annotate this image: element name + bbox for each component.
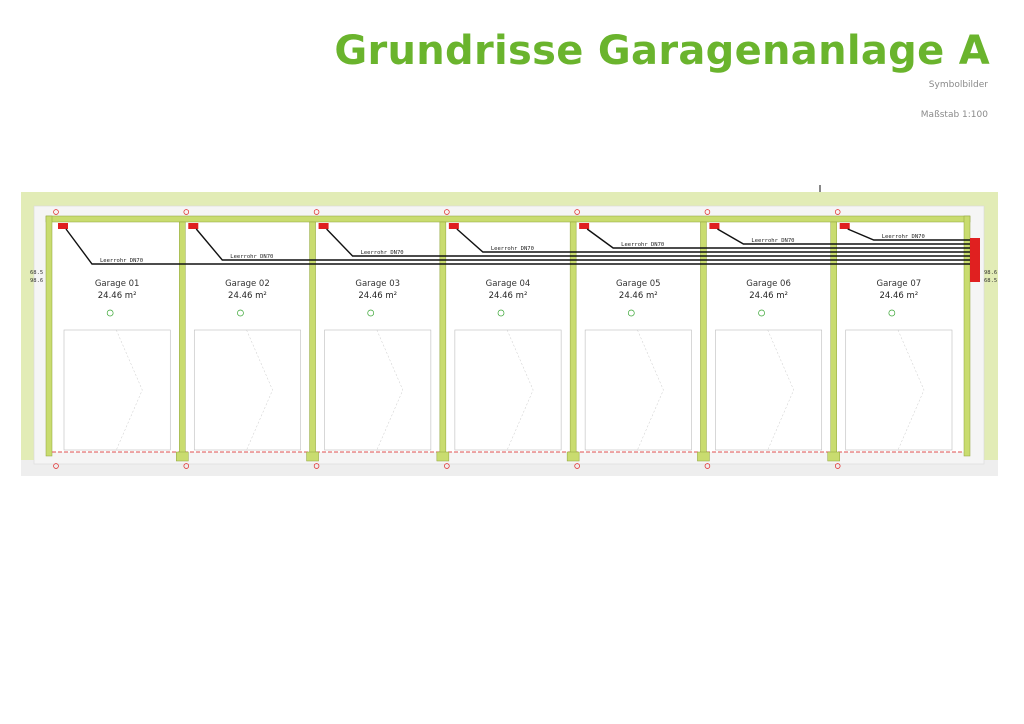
partition-walls (176, 221, 840, 462)
junction-box (58, 223, 68, 229)
door-panels (63, 329, 953, 451)
garage-door-outline (193, 329, 301, 451)
pillar (306, 451, 319, 462)
axis-marker (53, 463, 59, 469)
axis-marker (574, 209, 580, 215)
conduit-line (195, 228, 970, 261)
garage-area: 24.46 m² (619, 291, 658, 301)
dim-right-top: 98.6 (984, 270, 997, 276)
axis-marker (444, 209, 450, 215)
door-swing (767, 329, 794, 451)
outlet-icon (758, 309, 765, 317)
axis-marker (53, 209, 59, 215)
axis-marker (313, 463, 320, 469)
conduit-label: Leerrohr DN70 (100, 258, 143, 264)
partition-wall (569, 221, 577, 457)
garage-door-outline (454, 329, 562, 451)
partition-wall (309, 221, 316, 457)
building-interior (46, 220, 970, 452)
page-title: Grundrisse Garagenanlage A (334, 28, 990, 74)
partition-wall (179, 221, 186, 457)
junction-box (709, 223, 720, 229)
partition-wall (700, 221, 707, 457)
garage-door-outline (63, 329, 171, 451)
top-wall (45, 215, 971, 223)
conduit-label: Leerrohr DN70 (621, 242, 664, 248)
dim-left-bottom: 98.6 (30, 278, 43, 284)
garage-door-outline (845, 329, 953, 451)
conduit-label: Leerrohr DN70 (751, 238, 794, 244)
axis-marker (834, 463, 841, 469)
garage-door-outline (324, 329, 432, 451)
conduit-line (586, 228, 970, 249)
garage-name: Garage 05 (616, 279, 661, 289)
garage-area: 24.46 m² (749, 291, 788, 301)
pillar (566, 451, 580, 462)
axis-marker (313, 209, 320, 215)
garage-name: Garage 06 (746, 279, 791, 289)
partition-wall (830, 221, 837, 457)
outlet-icon (367, 309, 375, 317)
axis-marker (574, 463, 580, 469)
pillar (176, 451, 189, 462)
axis-marker (183, 463, 190, 469)
conduit-label: Leerrohr DN70 (361, 250, 404, 256)
door-swing (376, 329, 404, 451)
junction-box (448, 223, 459, 229)
pillar (436, 451, 450, 462)
junction-box (839, 223, 850, 229)
garage-area: 24.46 m² (879, 291, 918, 301)
garage-area: 24.46 m² (489, 291, 528, 301)
door-swing (637, 329, 664, 451)
garage-area: 24.46 m² (98, 291, 137, 301)
outlet-icon (497, 309, 505, 317)
outlet-icon (106, 309, 114, 317)
outlet-icon (237, 309, 244, 317)
outlet-icon (888, 309, 896, 317)
scale-label: Maßstab 1:100 (920, 110, 988, 120)
axis-marker (444, 463, 450, 469)
conduit-label: Leerrohr DN70 (491, 246, 534, 252)
junction-box (579, 223, 590, 229)
garage-door-outline (584, 329, 692, 451)
door-swing (506, 329, 534, 451)
door-swing (246, 329, 273, 451)
dim-right-bottom: 68.5 (984, 278, 997, 284)
garage-name: Garage 01 (95, 279, 140, 289)
dim-left-top: 68.5 (30, 270, 43, 276)
garage-labels: Garage 01 24.46 m² Garage 02 24.46 m² Garage… (53, 209, 922, 469)
junction-box (188, 223, 199, 229)
garage-area: 24.46 m² (358, 291, 397, 301)
garage-name: Garage 07 (877, 279, 922, 289)
axis-marker (704, 463, 711, 469)
axis-marker (704, 209, 711, 215)
right-wall (963, 215, 971, 457)
pillar (697, 451, 710, 462)
axis-marker (834, 209, 841, 215)
garage-name: Garage 03 (355, 279, 400, 289)
outlet-icon (627, 309, 635, 317)
distribution-box (970, 238, 980, 282)
conduit-line (456, 228, 970, 253)
axis-marker (183, 209, 190, 215)
garage-name: Garage 02 (225, 279, 270, 289)
left-wall (45, 215, 53, 457)
conduit-label: Leerrohr DN70 (882, 234, 925, 240)
page-subtitle: Symbolbilder (928, 80, 988, 90)
door-swing (897, 329, 925, 451)
conduit-line (65, 228, 970, 265)
junction-box (318, 223, 329, 229)
garage-door-outline (715, 329, 823, 451)
pillar (827, 451, 840, 462)
garage-name: Garage 04 (486, 279, 531, 289)
garage-area: 24.46 m² (228, 291, 267, 301)
conduit-label: Leerrohr DN70 (230, 254, 273, 260)
door-swing (116, 329, 143, 451)
conduit-line (847, 228, 970, 241)
conduit-line (326, 228, 970, 257)
partition-wall (439, 221, 447, 457)
conduit-line (717, 228, 970, 245)
